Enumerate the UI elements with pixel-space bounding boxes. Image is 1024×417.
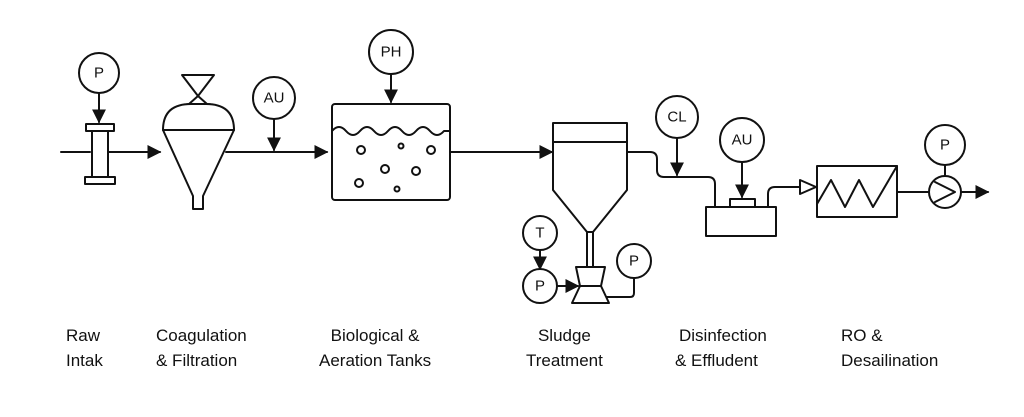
pump-impeller-symbol xyxy=(934,181,956,203)
coagulation-filter-vessel[interactable] xyxy=(162,74,235,210)
stage-label-line: & Effludent xyxy=(675,351,758,370)
raw-intake-section: P xyxy=(60,52,162,185)
instrument-disinfection-chlorine[interactable]: CL xyxy=(655,95,699,139)
instrument-sludge-pressure-out[interactable]: P xyxy=(616,243,652,279)
pump-upper xyxy=(575,266,606,287)
ro-housing xyxy=(816,165,898,218)
intake-flow-element[interactable] xyxy=(84,123,116,185)
air-bubble xyxy=(354,178,364,188)
pump-casing xyxy=(928,175,962,209)
chemical-feed-hopper xyxy=(181,74,215,97)
stage-label-disinfection-effluent: Disinfection & Effludent xyxy=(675,323,767,373)
flow-element-body xyxy=(91,130,109,178)
instrument-tag: P xyxy=(940,137,950,154)
coagulation-section: AU xyxy=(162,74,329,210)
air-bubble xyxy=(356,145,366,155)
stage-label-ro-desalination: RO & Desailination xyxy=(841,323,938,373)
air-bubble xyxy=(411,166,421,176)
vessel-head xyxy=(162,103,235,131)
contact-tank-sensor-port xyxy=(729,198,756,208)
sludge-section: T P P xyxy=(522,122,652,304)
instrument-tag: P xyxy=(535,278,545,295)
sludge-pump[interactable] xyxy=(571,266,610,304)
contact-tank-body xyxy=(705,206,777,237)
stage-label-raw-intake: Raw Intak xyxy=(66,323,103,373)
ro-membrane-zigzag xyxy=(816,165,898,208)
instrument-coag-analyzer[interactable]: AU xyxy=(252,76,296,120)
stage-label-line: Coagulation xyxy=(156,326,247,345)
stage-label-line: Treatment xyxy=(526,351,603,370)
pump-discharge-line xyxy=(606,277,635,298)
air-bubble xyxy=(426,145,436,155)
stage-label-line: & Filtration xyxy=(156,351,238,370)
tank-body xyxy=(331,103,451,201)
pump-lower xyxy=(571,285,610,304)
flow-element-bottom-flange xyxy=(84,176,116,185)
stage-label-sludge-treatment: Sludge Treatment xyxy=(526,323,603,373)
instrument-intake-pressure[interactable]: P xyxy=(78,52,120,94)
ro-section: P xyxy=(816,124,990,218)
air-bubble xyxy=(393,185,401,193)
sludge-to-disinfection-pipe xyxy=(626,151,716,208)
stage-label-coagulation-filtration: Coagulation & Filtration xyxy=(156,323,247,373)
instrument-sludge-temperature[interactable]: T xyxy=(522,215,558,251)
air-bubble xyxy=(380,164,390,174)
hopper-neck xyxy=(188,95,208,105)
instrument-tag: P xyxy=(629,253,639,270)
stage-label-line: RO & xyxy=(841,326,883,345)
stage-label-line: Disinfection xyxy=(679,326,767,345)
instrument-sludge-pressure-in[interactable]: P xyxy=(522,268,558,304)
vessel-cone xyxy=(162,129,235,210)
sludge-clarifier[interactable] xyxy=(552,122,628,268)
stage-label-line: Raw xyxy=(66,326,101,345)
stage-label-biological-aeration: Biological & Aeration Tanks xyxy=(319,323,431,373)
instrument-aeration-ph[interactable]: PH xyxy=(368,29,414,75)
stage-label-line: Desailination xyxy=(841,351,939,370)
ro-membrane-unit[interactable] xyxy=(816,165,898,218)
clarifier-body xyxy=(552,141,628,233)
instrument-tag: PH xyxy=(381,44,402,61)
instrument-tag: P xyxy=(94,65,104,82)
flow-element-top-flange xyxy=(85,123,115,132)
aeration-tank[interactable] xyxy=(331,103,451,201)
clarifier-top xyxy=(552,122,628,143)
disinfection-to-ro-pipe xyxy=(767,186,801,208)
product-pump[interactable] xyxy=(928,175,962,209)
air-bubble xyxy=(397,142,405,150)
instrument-tag: AU xyxy=(264,90,285,107)
instrument-ro-pressure[interactable]: P xyxy=(924,124,966,166)
instrument-tag: CL xyxy=(667,109,686,126)
disinfection-contact-tank[interactable] xyxy=(705,198,777,237)
stage-label-line: Biological & xyxy=(330,326,420,345)
open-arrow-head xyxy=(799,179,817,195)
stage-label-line: Intak xyxy=(66,351,103,370)
stage-label-line: Aeration Tanks xyxy=(319,351,432,370)
instrument-tag: AU xyxy=(732,132,753,149)
instrument-disinfection-analyzer[interactable]: AU xyxy=(719,117,765,163)
aeration-section: PH xyxy=(331,29,554,201)
instrument-tag: T xyxy=(535,225,544,242)
stage-label-line: Sludge xyxy=(537,326,591,345)
disinfection-section: CL AU xyxy=(626,95,817,237)
water-surface xyxy=(331,126,451,136)
